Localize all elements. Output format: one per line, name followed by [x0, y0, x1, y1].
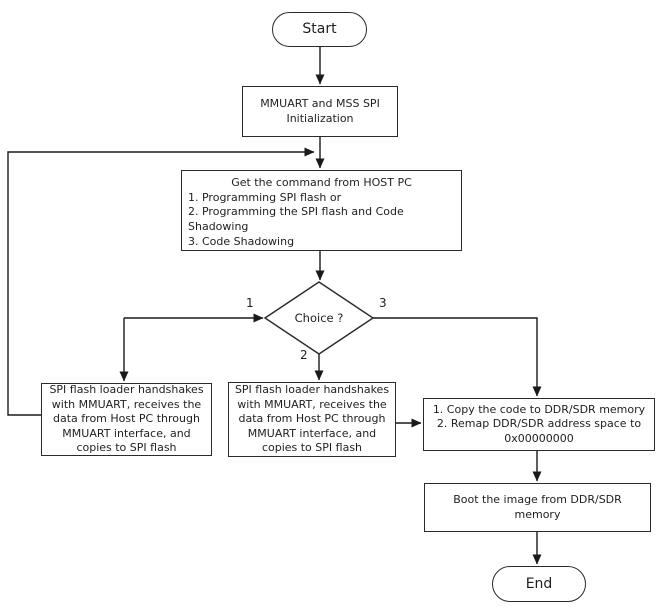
get-command-items: 1. Programming SPI flash or 2. Programmi… — [188, 190, 404, 248]
spi-loader-left-label: SPI flash loader handshakes with MMUART,… — [49, 382, 204, 455]
start-label: Start — [302, 21, 337, 38]
spi-loader-middle-process: SPI flash loader handshakes with MMUART,… — [228, 382, 396, 457]
branch-label-1: 1 — [246, 296, 254, 310]
start-terminator: Start — [272, 12, 367, 47]
boot-process: Boot the image from DDR/SDR memory — [424, 483, 651, 532]
copy-remap-label: 1. Copy the code to DDR/SDR memory 2. Re… — [432, 402, 646, 445]
branch-3-connector — [373, 317, 542, 397]
choice-decision-label: Choice ? — [294, 311, 344, 325]
spi-loader-middle-label: SPI flash loader handshakes with MMUART,… — [234, 382, 390, 455]
end-terminator: End — [492, 566, 586, 602]
feedback-loop-connector — [7, 147, 315, 416]
boot-label: Boot the image from DDR/SDR memory — [453, 492, 622, 521]
branch-label-2: 2 — [300, 348, 308, 362]
spi-loader-left-process: SPI flash loader handshakes with MMUART,… — [41, 383, 212, 456]
get-command-process: Get the command from HOST PC 1. Programm… — [181, 170, 462, 251]
init-process: MMUART and MSS SPI Initialization — [242, 86, 398, 137]
branch-label-3: 3 — [379, 296, 387, 310]
get-command-title: Get the command from HOST PC — [231, 176, 412, 189]
end-label: End — [525, 575, 553, 592]
init-label: MMUART and MSS SPI Initialization — [260, 96, 380, 125]
copy-remap-process: 1. Copy the code to DDR/SDR memory 2. Re… — [423, 398, 655, 451]
